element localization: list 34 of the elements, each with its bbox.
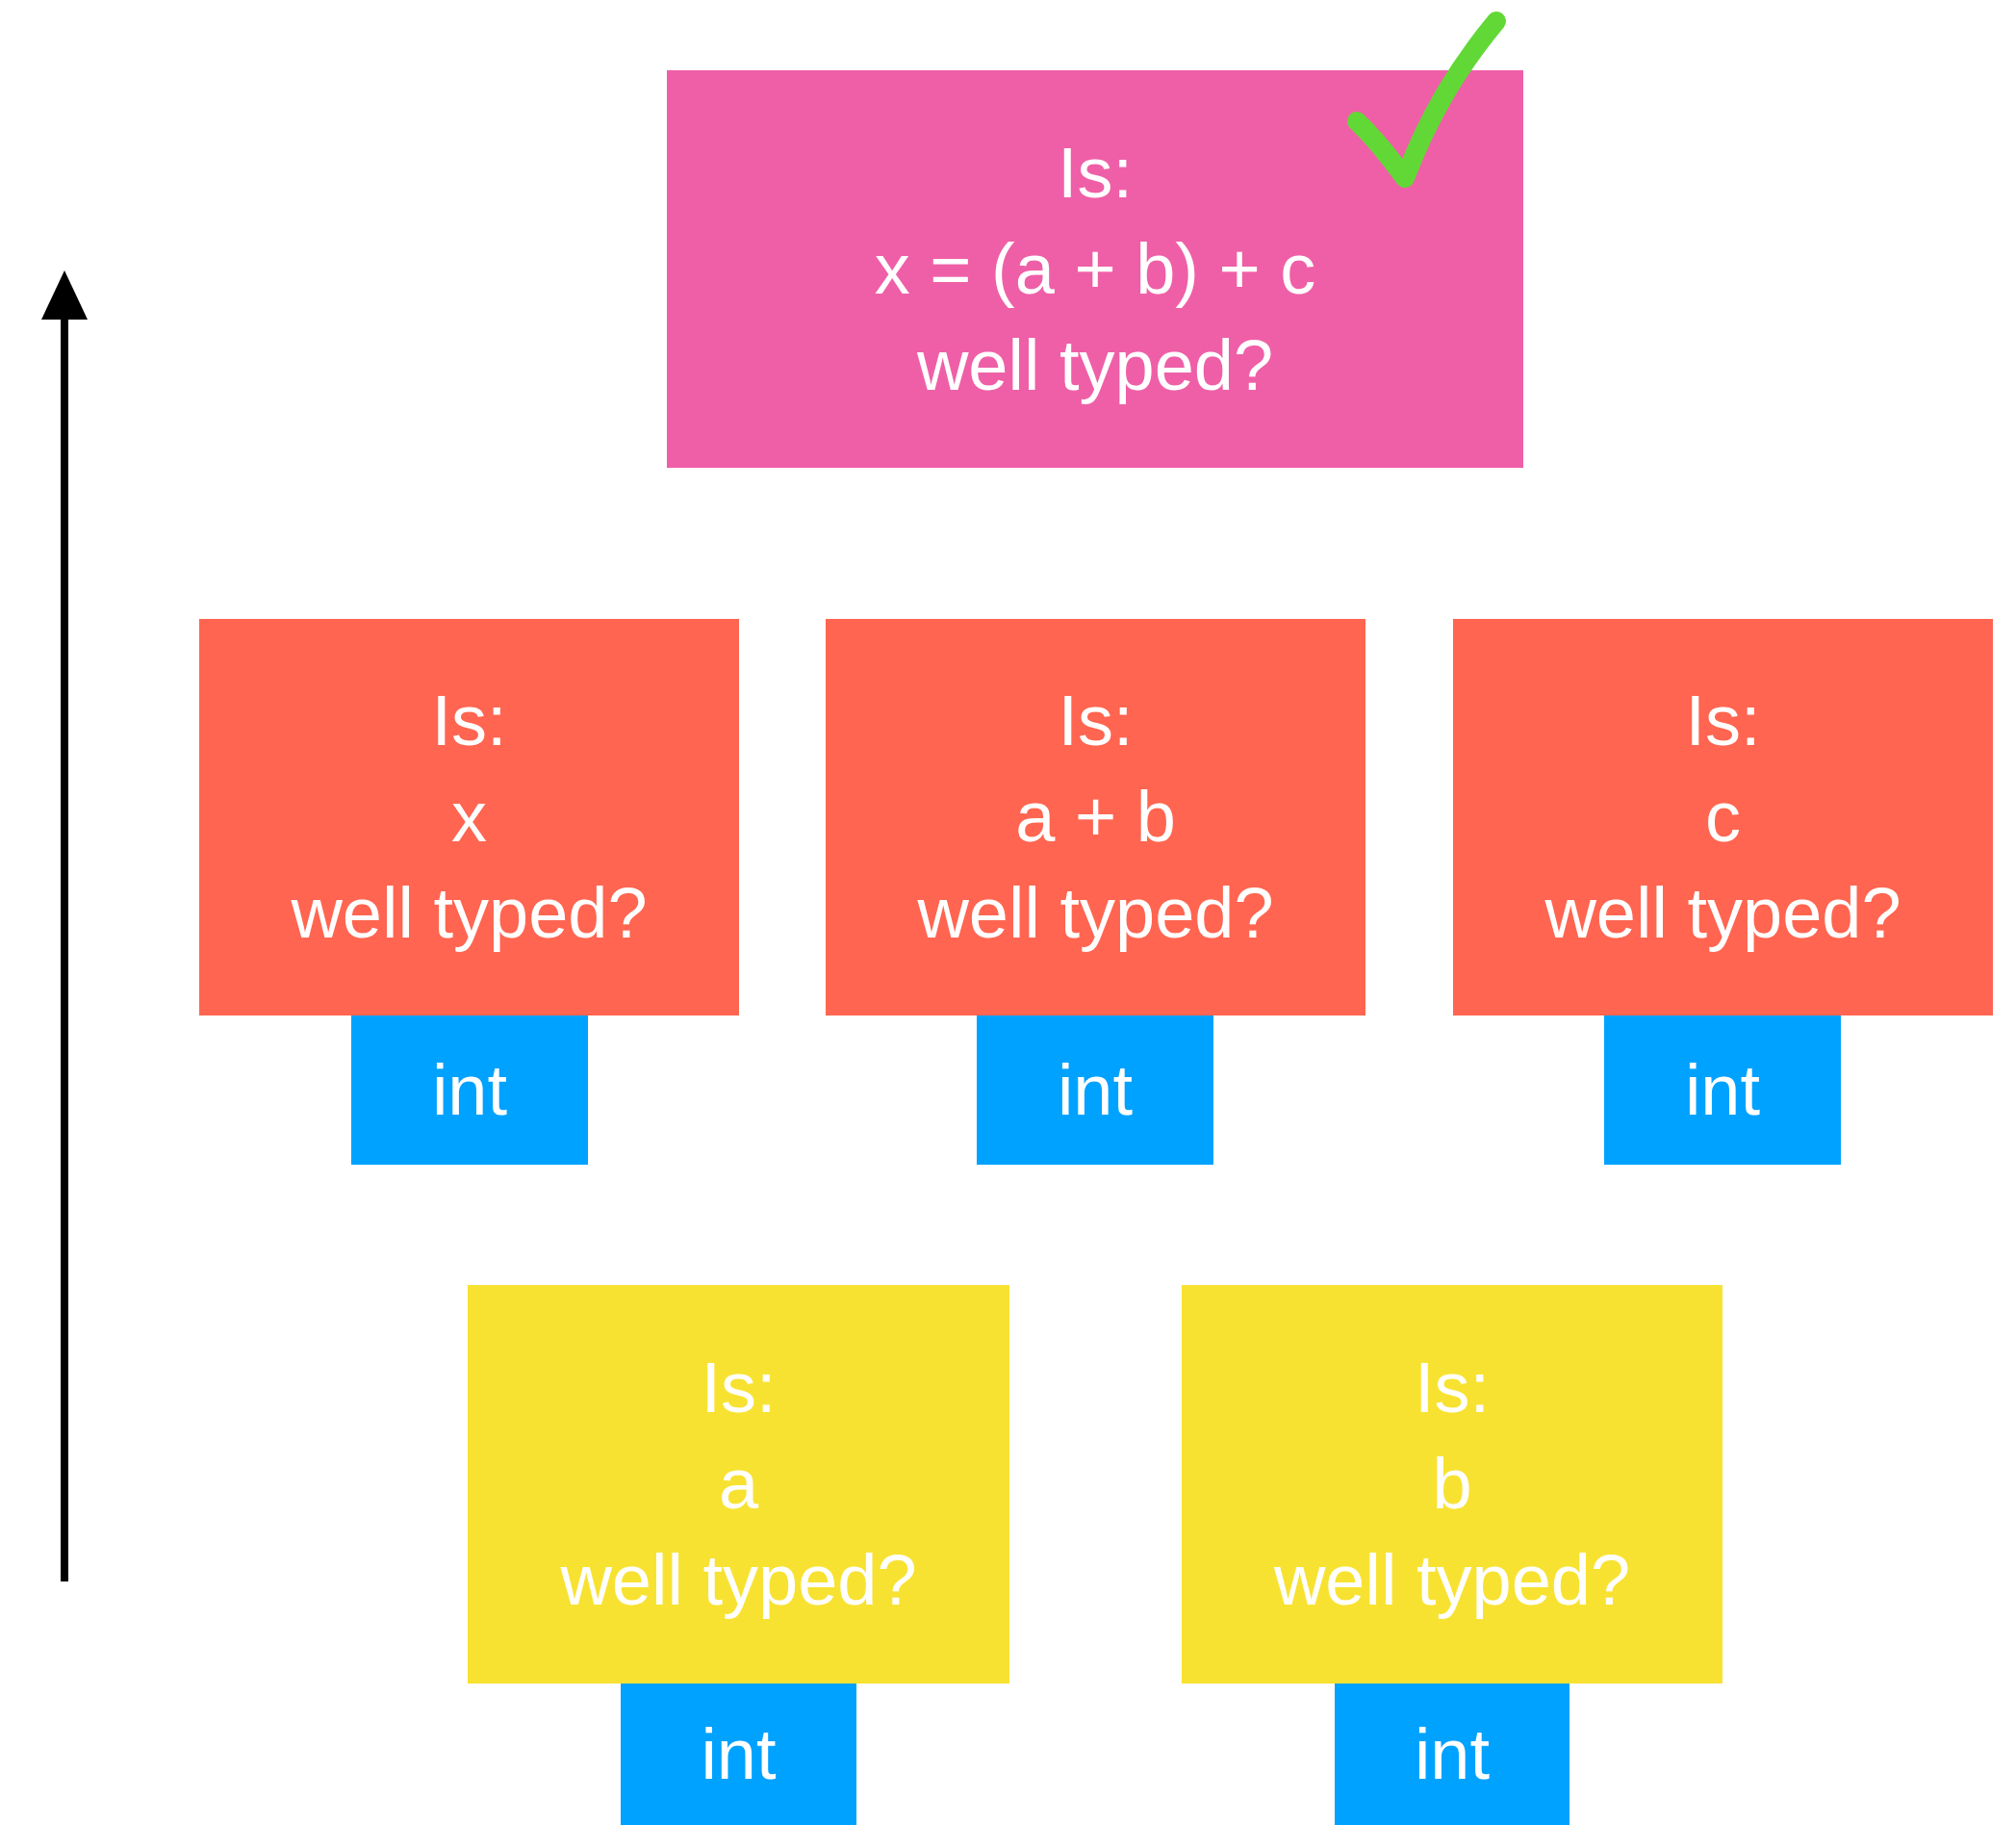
- type-label: int: [701, 1712, 777, 1796]
- expression-label: c: [1705, 776, 1741, 859]
- expression-label: x = (a + b) + c: [874, 227, 1316, 311]
- type-label: int: [1684, 1048, 1761, 1132]
- question-label: well typed?: [917, 872, 1274, 955]
- expression-label: x: [451, 776, 487, 859]
- question-label: well typed?: [560, 1539, 917, 1622]
- question-label: Is:: [1414, 1347, 1491, 1429]
- question-label: well typed?: [916, 323, 1274, 407]
- question-box: [826, 619, 1365, 1015]
- question-box: [1182, 1285, 1723, 1684]
- question-box: [199, 619, 739, 1015]
- question-label: well typed?: [1544, 872, 1901, 955]
- type-box: [351, 1015, 588, 1165]
- type-box: [1335, 1684, 1569, 1825]
- type-box: [977, 1015, 1213, 1165]
- question-label: Is:: [1058, 680, 1134, 762]
- question-box: [468, 1285, 1009, 1684]
- type-label: int: [431, 1048, 508, 1132]
- question-box: [667, 70, 1523, 468]
- type-box: [1604, 1015, 1841, 1165]
- expression-label: b: [1432, 1443, 1472, 1526]
- question-label: Is:: [701, 1347, 777, 1429]
- question-label: Is:: [431, 680, 507, 762]
- type-box: [621, 1684, 856, 1825]
- question-label: Is:: [1057, 131, 1134, 215]
- type-label: int: [1414, 1712, 1491, 1796]
- type-label: int: [1057, 1048, 1134, 1132]
- expression-label: a: [718, 1443, 759, 1526]
- question-box: [1453, 619, 1993, 1015]
- expression-label: a + b: [1015, 776, 1176, 859]
- question-label: Is:: [1685, 680, 1761, 762]
- question-label: well typed?: [1273, 1539, 1631, 1622]
- question-label: well typed?: [291, 872, 648, 955]
